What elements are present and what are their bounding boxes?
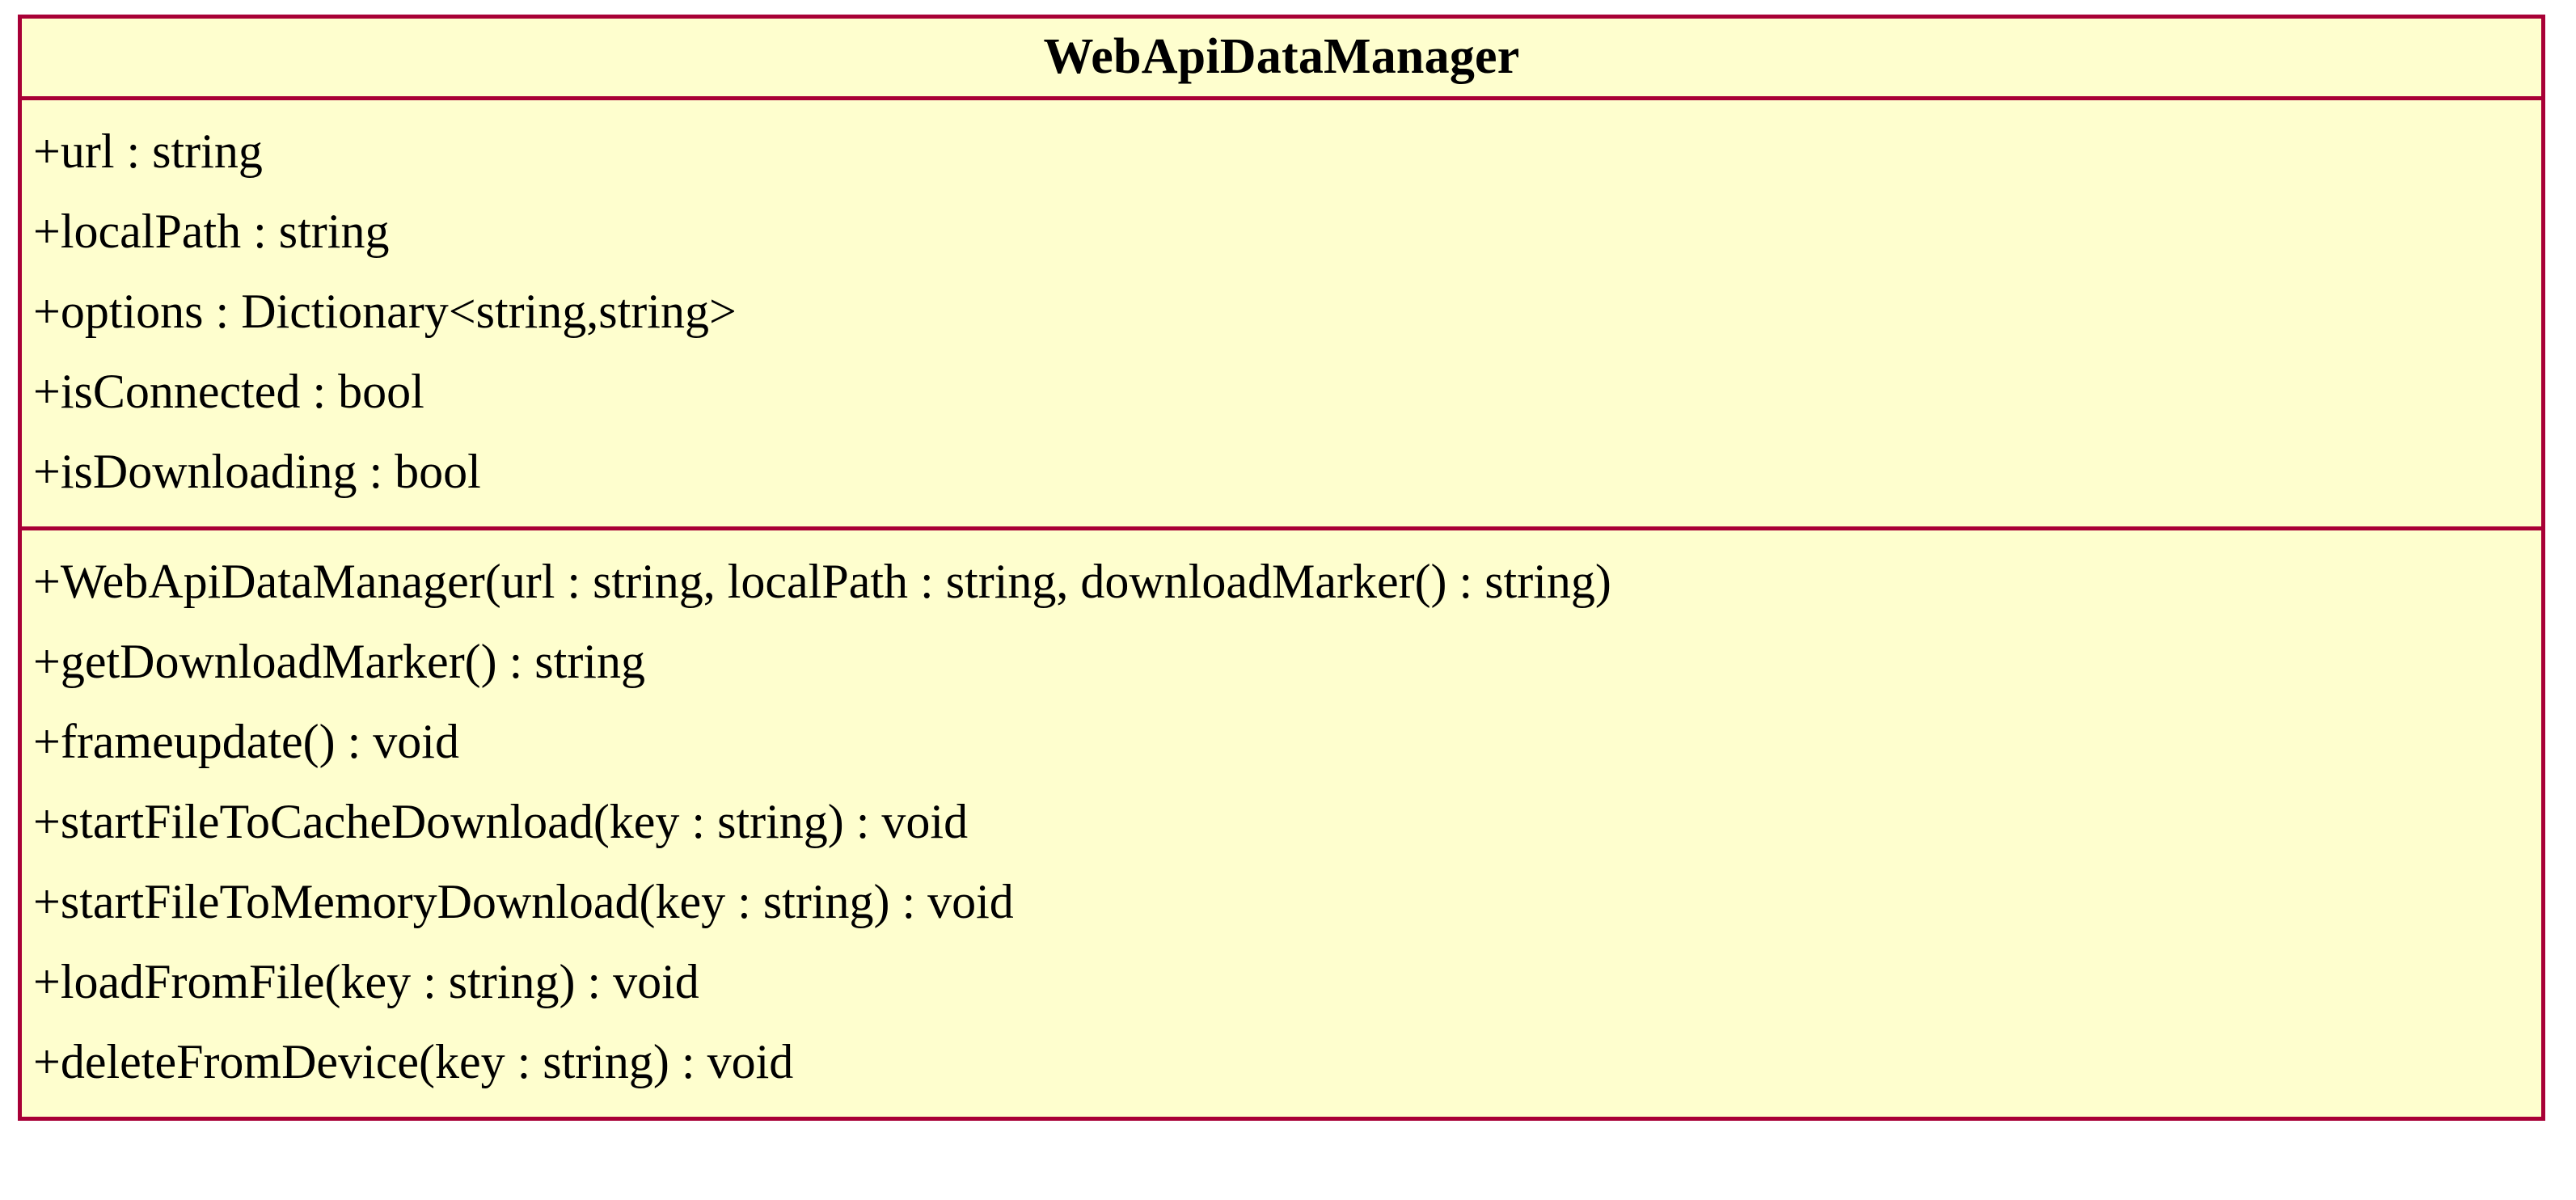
- method-row: +startFileToCacheDownload(key : string) …: [33, 795, 969, 848]
- method-row: +loadFromFile(key : string) : void: [33, 955, 699, 1008]
- attributes-methods-divider: [22, 526, 2541, 530]
- uml-class-box[interactable]: WebApiDataManager +url : string +localPa…: [18, 15, 2545, 1121]
- attributes-compartment: +url : string +localPath : string +optio…: [22, 100, 2541, 526]
- attribute-row: +url : string: [33, 125, 263, 178]
- method-row: +WebApiDataManager(url : string, localPa…: [33, 555, 1611, 608]
- methods-compartment: +WebApiDataManager(url : string, localPa…: [22, 530, 2541, 1117]
- attribute-row: +options : Dictionary<string,string>: [33, 285, 737, 338]
- title-attributes-divider: [22, 96, 2541, 100]
- attribute-row: +isConnected : bool: [33, 365, 424, 418]
- attribute-row: +localPath : string: [33, 205, 390, 258]
- method-row: +deleteFromDevice(key : string) : void: [33, 1035, 794, 1088]
- class-name-title: WebApiDataManager: [1043, 29, 1520, 84]
- method-row: +startFileToMemoryDownload(key : string)…: [33, 875, 1014, 928]
- method-row: +getDownloadMarker() : string: [33, 635, 645, 688]
- method-row: +frameupdate() : void: [33, 715, 459, 768]
- attribute-row: +isDownloading : bool: [33, 445, 481, 498]
